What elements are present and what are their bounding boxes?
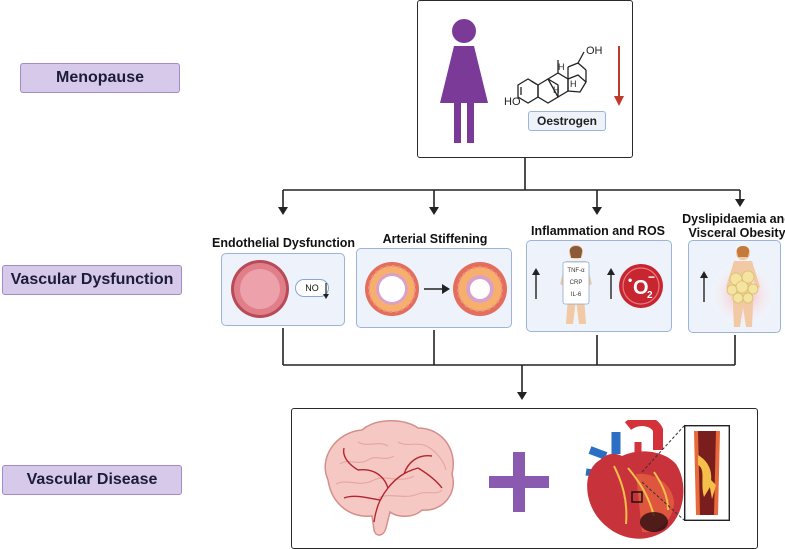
- marker-tnf: TNF-α: [567, 268, 585, 274]
- ho-left-label: HO: [504, 96, 521, 108]
- brain-icon: [324, 420, 454, 536]
- increase-arrow-obesity-icon: [700, 271, 708, 302]
- mech-title-dyslipidaemia: Dyslipidaemia and Visceral Obesity: [682, 212, 785, 240]
- obese-body-icon: [709, 246, 777, 327]
- marker-crp: CRP: [570, 280, 583, 286]
- estradiol-structure-icon: OH HO H H H: [504, 45, 603, 108]
- ros-subscript: 2: [647, 290, 653, 301]
- stage-vascular-dysfunction: Vascular Dysfunction: [2, 265, 182, 295]
- oestrogen-text: Oestrogen: [536, 114, 597, 128]
- inflamed-body-icon: TNF-α CRP IL-6: [560, 245, 592, 324]
- no-badge: NO: [295, 279, 329, 297]
- ros-symbol: O: [633, 277, 649, 299]
- plus-icon: [489, 452, 549, 512]
- increase-arrow-ros-icon: [607, 268, 615, 299]
- oh-top-label: OH: [586, 45, 603, 57]
- artery-cross-section-icon: [231, 260, 289, 318]
- stage-menopause: Menopause: [20, 63, 180, 93]
- stage-vascular-dysfunction-label: Vascular Dysfunction: [10, 271, 174, 288]
- mech-title-arterial: Arterial Stiffening: [382, 232, 488, 246]
- marker-il6: IL-6: [571, 292, 582, 298]
- oestrogen-label: Oestrogen: [528, 111, 606, 131]
- mech-title-endothelial: Endothelial Dysfunction: [212, 236, 356, 250]
- stiff-artery-icon: [365, 262, 507, 316]
- ros-charge: −: [648, 270, 655, 284]
- stage-menopause-label: Menopause: [55, 69, 144, 86]
- plaque-artery-icon: [684, 425, 730, 521]
- stage-vascular-disease-label: Vascular Disease: [26, 471, 158, 488]
- heart-icon: [585, 420, 684, 539]
- h-label-1: H: [558, 62, 565, 72]
- h-label-3: H: [570, 79, 577, 89]
- mech-title-inflammation: Inflammation and ROS: [530, 224, 666, 238]
- zoom-lines: [641, 425, 685, 521]
- no-decrease-arrow-icon: [323, 283, 329, 299]
- ros-radical-dot: •: [628, 273, 632, 287]
- increase-arrow-inflammation-icon: [532, 268, 540, 299]
- h-label-2: H: [553, 85, 560, 95]
- female-figure-icon: [440, 19, 488, 143]
- superoxide-icon: • O 2 −: [619, 264, 663, 308]
- stage-vascular-disease: Vascular Disease: [2, 465, 182, 495]
- down-arrow-icon: [614, 46, 624, 106]
